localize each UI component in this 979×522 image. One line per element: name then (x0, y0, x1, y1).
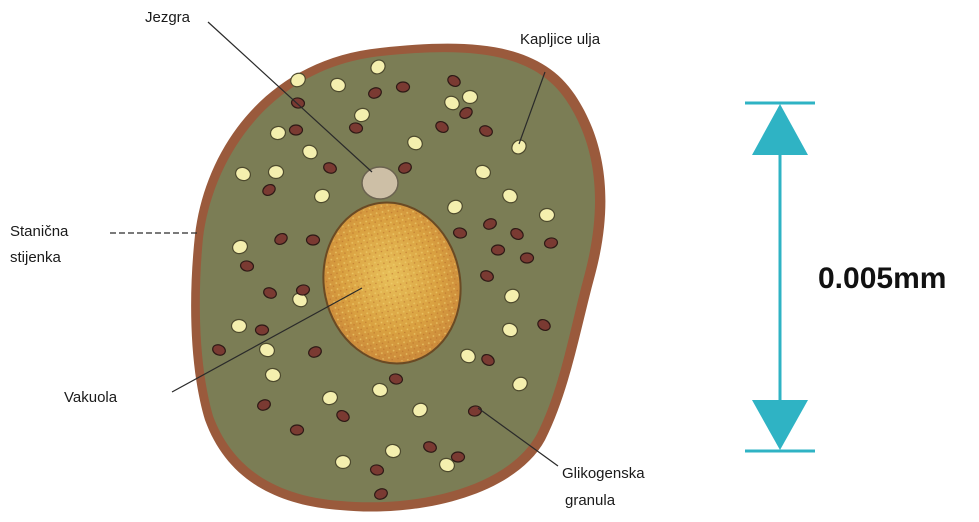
glycogen-granule (452, 452, 465, 462)
glycogen-label-line1: Glikogenska (562, 465, 645, 482)
glycogen-granule (291, 425, 304, 435)
oil-droplet (232, 320, 247, 333)
oil-droplet (336, 456, 351, 469)
nucleus-label: Jezgra (145, 9, 191, 26)
cell-wall-label-line2: stijenka (10, 249, 62, 266)
glycogen-granule (256, 325, 269, 335)
glycogen-granule (521, 253, 534, 263)
glycogen-granule (492, 245, 505, 255)
scale-up-arrow-icon (752, 104, 808, 155)
oil-droplets-label: Kapljice ulja (520, 31, 601, 48)
scale-bar (745, 103, 815, 451)
cell-wall-label-line1: Stanična (10, 223, 69, 240)
glycogen-label-line2: granula (565, 492, 616, 509)
vacuole-label: Vakuola (64, 389, 118, 406)
glycogen-granule (397, 82, 410, 92)
oil-droplet (269, 166, 284, 179)
glycogen-granule (290, 125, 303, 135)
oil-droplet (463, 91, 478, 104)
scale-label: 0.005mm (818, 262, 946, 295)
nucleus (362, 167, 398, 199)
oil-droplet (540, 209, 555, 222)
glycogen-granule (307, 235, 320, 245)
scale-down-arrow-icon (752, 400, 808, 450)
